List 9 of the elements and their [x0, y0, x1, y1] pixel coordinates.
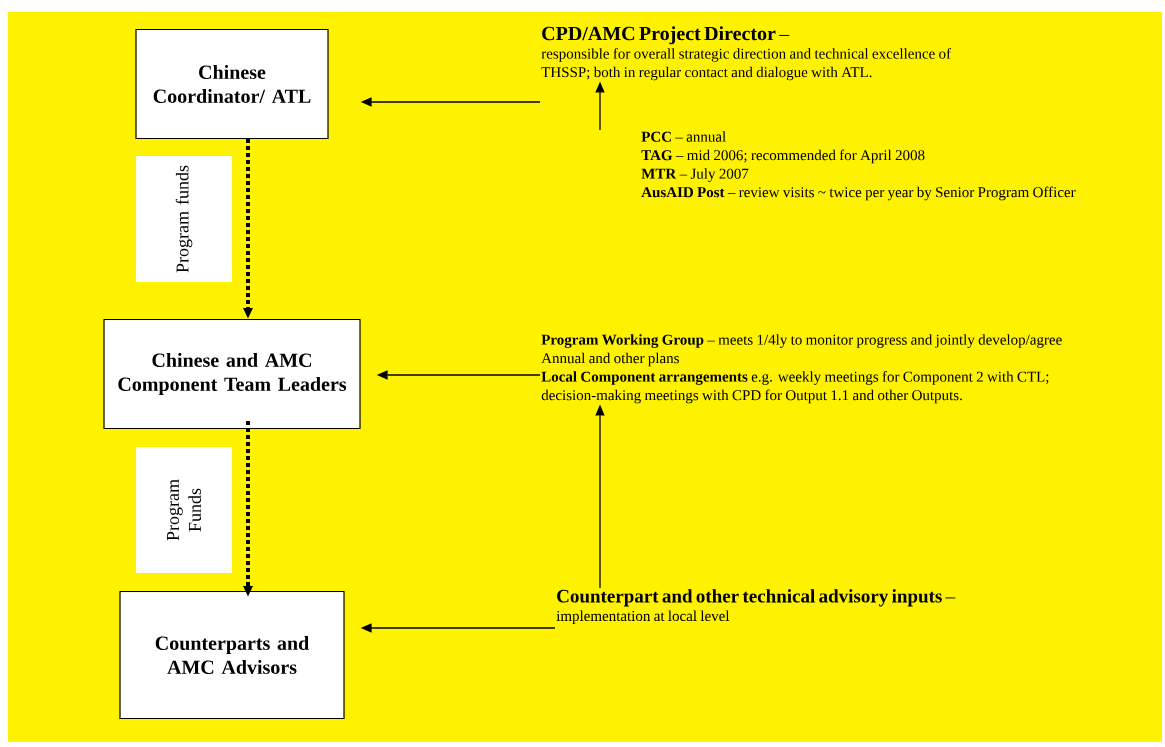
description-text: Counterpart and other technical advisory inputs – implementation at local level: [556, 589, 956, 625]
role-box: Counterparts and AMC Advisors: [119, 590, 345, 720]
edge-label: Program Funds: [136, 447, 232, 573]
description-text: Program Working Group – meets 1/4ly to monitor progress and jointly develop/agree Annual and other plans Local Component arrangements e.g. weekly meetings for Component 2 with CTL; decision-making meetings with CPD for Output 1.1 and other Outputs.: [541, 334, 1062, 404]
description-text: PCC – annual TAG – mid 2006; recommended for April 2008 MTR – July 2007 AusAID Post – review visits ~ twice per year by Senior Program Officer: [641, 131, 1076, 201]
role-box: Chinese Coordinator/ ATL: [135, 28, 329, 140]
description-text: CPD/AMC Project Director – responsible for overall strategic direction and technical excellence of THSSP; both in regular contact and dialogue with ATL.: [541, 26, 952, 81]
edge-label: Program funds: [136, 156, 232, 282]
role-box: Chinese and AMC Component Team Leaders: [103, 318, 361, 430]
